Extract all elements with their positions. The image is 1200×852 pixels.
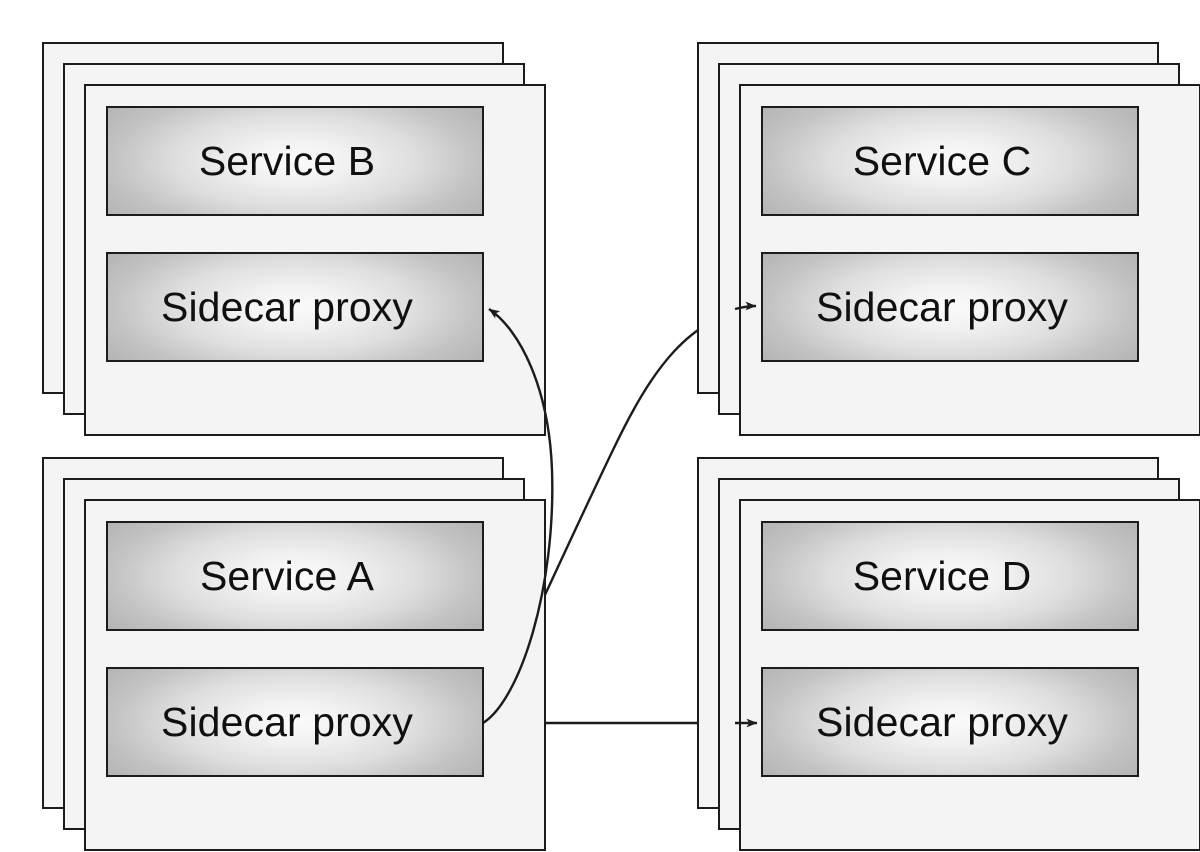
sidecar-label: Sidecar proxy <box>161 698 413 745</box>
sidecar-label: Sidecar proxy <box>816 698 1068 745</box>
service-panel-c[interactable]: Service C <box>761 106 1139 216</box>
replica-card-front[interactable]: Service A Sidecar proxy <box>84 499 546 851</box>
service-panel-a[interactable]: Service A <box>106 521 484 631</box>
replica-card-front[interactable]: Service C Sidecar proxy <box>739 84 1200 436</box>
service-group-c[interactable]: Service C Sidecar proxy <box>697 42 1200 436</box>
service-label: Service B <box>198 137 376 184</box>
sidecar-label: Sidecar proxy <box>816 283 1068 330</box>
service-group-b[interactable]: Service B Sidecar proxy <box>42 42 546 436</box>
service-group-d[interactable]: Service D Sidecar proxy <box>697 457 1200 851</box>
sidecar-panel-c[interactable]: Sidecar proxy <box>761 252 1139 362</box>
sidecar-panel-a[interactable]: Sidecar proxy <box>106 667 484 777</box>
service-label: Service A <box>199 552 375 599</box>
service-group-a[interactable]: Service A Sidecar proxy <box>42 457 546 851</box>
service-panel-b[interactable]: Service B <box>106 106 484 216</box>
sidecar-panel-d[interactable]: Sidecar proxy <box>761 667 1139 777</box>
sidecar-label: Sidecar proxy <box>161 283 413 330</box>
service-label: Service C <box>852 137 1032 184</box>
service-panel-d[interactable]: Service D <box>761 521 1139 631</box>
replica-card-front[interactable]: Service B Sidecar proxy <box>84 84 546 436</box>
sidecar-panel-b[interactable]: Sidecar proxy <box>106 252 484 362</box>
replica-card-front[interactable]: Service D Sidecar proxy <box>739 499 1200 851</box>
service-label: Service D <box>852 552 1032 599</box>
